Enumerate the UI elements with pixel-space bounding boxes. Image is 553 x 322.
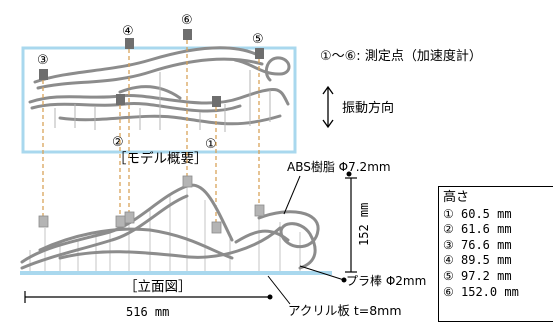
elevation-caption: ［立面図］ <box>124 279 192 295</box>
height-dimension-label: 152 mm <box>357 203 371 246</box>
elevation-view <box>20 175 332 275</box>
height-row-2: ② 61.6 mm <box>443 222 553 238</box>
plastic-rod-leader <box>299 265 345 281</box>
elevation-sensors <box>38 175 265 234</box>
vibration-direction-label: 振動方向 <box>342 100 394 116</box>
model-overview: ③ ④ ⑥ ⑤ ② ① ［モデル概要］ <box>21 13 297 167</box>
width-dimension-end-dot <box>267 294 273 300</box>
sensor-4-elev <box>124 211 135 224</box>
marker-1-top: ① <box>205 137 217 152</box>
height-row-point: ① <box>443 206 454 221</box>
top-sensors <box>39 29 264 107</box>
height-dimension <box>345 177 357 273</box>
acrylic-base-plate <box>20 271 332 275</box>
width-dimension <box>24 291 270 303</box>
model-overview-legs <box>54 70 271 132</box>
sensor-4-top <box>125 38 134 49</box>
height-row-point: ⑥ <box>443 284 454 299</box>
vibration-arrow <box>322 85 334 129</box>
height-row-value: 61.6 mm <box>461 222 512 237</box>
width-dimension-label: 516 mm <box>126 305 169 319</box>
sensor-3-elev <box>38 215 49 228</box>
height-row-value: 76.6 mm <box>461 237 512 252</box>
plastic-rod-label: プラ棒 Φ2mm <box>346 274 426 288</box>
height-row-5: ⑤ 97.2 mm <box>443 269 553 285</box>
abs-resin-label: ABS樹脂 Φ7.2mm <box>287 159 391 174</box>
height-row-value: 60.5 mm <box>461 206 512 221</box>
sensor-6-top <box>183 29 192 40</box>
model-overview-frame <box>21 46 297 154</box>
sensor-1-elev <box>211 221 222 234</box>
height-row-value: 97.2 mm <box>461 268 512 283</box>
plastic-rod-dot <box>341 277 347 283</box>
sensor-2-top <box>116 94 125 105</box>
sensor-5-top <box>255 48 264 59</box>
height-row-4: ④ 89.5 mm <box>443 253 553 269</box>
height-row-value: 89.5 mm <box>461 253 512 268</box>
model-overview-caption: ［モデル概要］ <box>113 150 208 167</box>
measurement-points-legend: ①〜⑥: 測定点（加速度計） <box>320 48 482 64</box>
acrylic-plate-label: アクリル板 t=8mm <box>288 303 402 318</box>
elevation-track <box>20 183 320 270</box>
height-row-point: ③ <box>443 237 454 252</box>
marker-6-top: ⑥ <box>181 13 193 28</box>
projection-lines <box>42 40 260 222</box>
height-row-1: ① 60.5 mm <box>443 207 553 223</box>
marker-4-top: ④ <box>122 24 134 39</box>
height-row-6: ⑥ 152.0 mm <box>443 285 553 301</box>
sensor-5-elev <box>254 204 265 217</box>
acrylic-plate-leader <box>267 275 291 305</box>
marker-3-top: ③ <box>37 53 49 68</box>
abs-resin-leader <box>283 175 301 215</box>
height-row-value: 152.0 mm <box>461 284 519 299</box>
abs-resin-dot <box>346 171 352 177</box>
sensor-3-top <box>39 69 48 80</box>
height-row-3: ③ 76.6 mm <box>443 238 553 254</box>
sensor-1-top <box>212 96 221 107</box>
sensor-2-elev <box>115 215 126 228</box>
height-table-title: 高さ <box>443 190 470 205</box>
height-table: 高さ ① 60.5 mm ② 61.6 mm ③ 76.6 mm ④ 89.5 … <box>438 186 553 322</box>
marker-5-top: ⑤ <box>252 32 264 47</box>
height-row-point: ② <box>443 222 454 237</box>
height-row-point: ④ <box>443 253 454 268</box>
sensor-6-elev <box>182 175 193 188</box>
height-row-point: ⑤ <box>443 268 454 283</box>
marker-2-top: ② <box>112 135 124 150</box>
